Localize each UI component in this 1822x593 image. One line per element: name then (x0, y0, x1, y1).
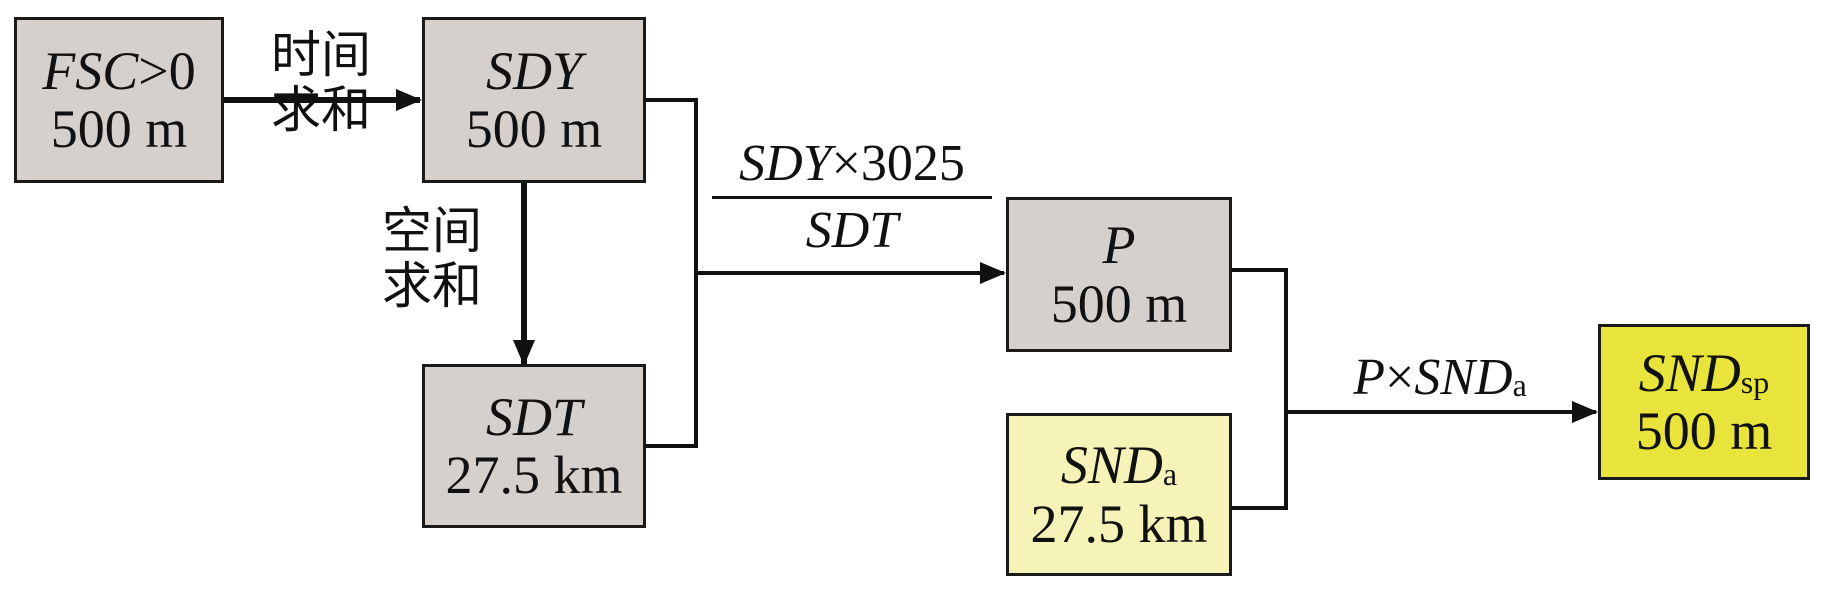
ratio-numerator: SDY×3025 (712, 138, 992, 199)
label-ratio-formula: SDY×3025 SDT (712, 138, 992, 257)
label-temporal-sum: 时间 求和 (256, 28, 386, 138)
node-fsc-var: FSC>0 (42, 42, 195, 100)
node-sndsp-var-sub: sp (1740, 363, 1770, 400)
node-p-res: 500 m (1050, 273, 1188, 334)
node-sdy-var: SDY (485, 40, 583, 101)
node-sdy-res: 500 m (465, 99, 603, 159)
node-sdy: SDY 500 m (422, 17, 646, 183)
node-snda-var-sub: a (1162, 456, 1178, 493)
label-spatial-sum: 空间 求和 (367, 204, 497, 314)
node-sndsp-var-main: SND (1638, 342, 1741, 403)
node-sdt: SDT 27.5 km (422, 364, 646, 528)
label-temporal-sum-line2: 求和 (271, 81, 371, 139)
node-fsc-res: 500 m (50, 99, 188, 159)
product-op: × (1384, 349, 1415, 406)
bracket-p-snda (1232, 268, 1288, 510)
node-p: P 500 m (1006, 197, 1232, 352)
label-spatial-sum-line2: 求和 (382, 257, 482, 315)
node-sndsp-res: 500 m (1635, 401, 1773, 461)
product-var-b-sub: a (1512, 367, 1527, 403)
node-sdt-res: 27.5 km (445, 445, 623, 505)
node-fsc-op: >0 (138, 40, 196, 101)
ratio-numerator-var: SDY (739, 135, 832, 192)
node-snda-var-main: SND (1060, 435, 1163, 496)
product-var-b: SND (1414, 349, 1513, 406)
ratio-denominator: SDT (805, 202, 899, 259)
node-fsc-var-main: FSC (42, 40, 139, 101)
node-snda: SNDa 27.5 km (1006, 413, 1232, 576)
label-temporal-sum-line1: 时间 (271, 26, 371, 84)
bracket-sdy-sdt (646, 98, 698, 448)
node-snda-res: 27.5 km (1030, 493, 1208, 554)
node-fsc: FSC>0 500 m (14, 17, 224, 183)
node-p-var: P (1102, 215, 1136, 276)
node-snda-var: SNDa (1061, 436, 1177, 494)
label-product-formula: P×SNDa (1325, 352, 1555, 404)
node-sndsp-var: SNDsp (1639, 344, 1769, 402)
node-sndsp: SNDsp 500 m (1598, 324, 1810, 480)
label-spatial-sum-line1: 空间 (382, 202, 482, 260)
node-sdt-var: SDT (485, 386, 583, 447)
ratio-numerator-op: ×3025 (831, 135, 965, 192)
product-var-a: P (1353, 349, 1385, 406)
